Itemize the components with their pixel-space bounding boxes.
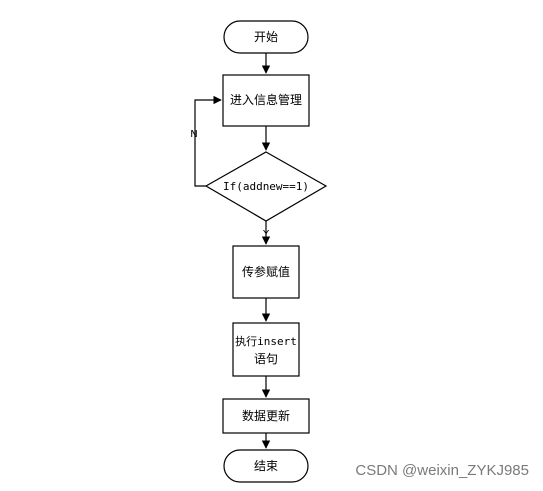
connector-no-loop-back — [194, 95, 222, 187]
data-update-label: 数据更新 — [242, 408, 290, 423]
start-label: 开始 — [254, 30, 278, 44]
execute-insert-process-box — [232, 322, 300, 377]
no-branch-label: N — [190, 129, 197, 140]
enter-info-label: 进入信息管理 — [230, 92, 302, 107]
end-label: 结束 — [254, 459, 278, 473]
csdn-watermark: CSDN @weixin_ZYKJ985 — [355, 462, 529, 479]
enter-info-process-box — [222, 74, 310, 127]
yes-branch-label: Y — [262, 229, 270, 240]
execute-insert-label-line2: 语句 — [254, 352, 278, 366]
execute-insert-label-line1: 执行insert — [235, 334, 297, 348]
condition-label: If(addnew==1) — [223, 180, 309, 193]
end-terminator — [223, 449, 309, 483]
assign-params-label: 传参赋值 — [242, 264, 290, 279]
